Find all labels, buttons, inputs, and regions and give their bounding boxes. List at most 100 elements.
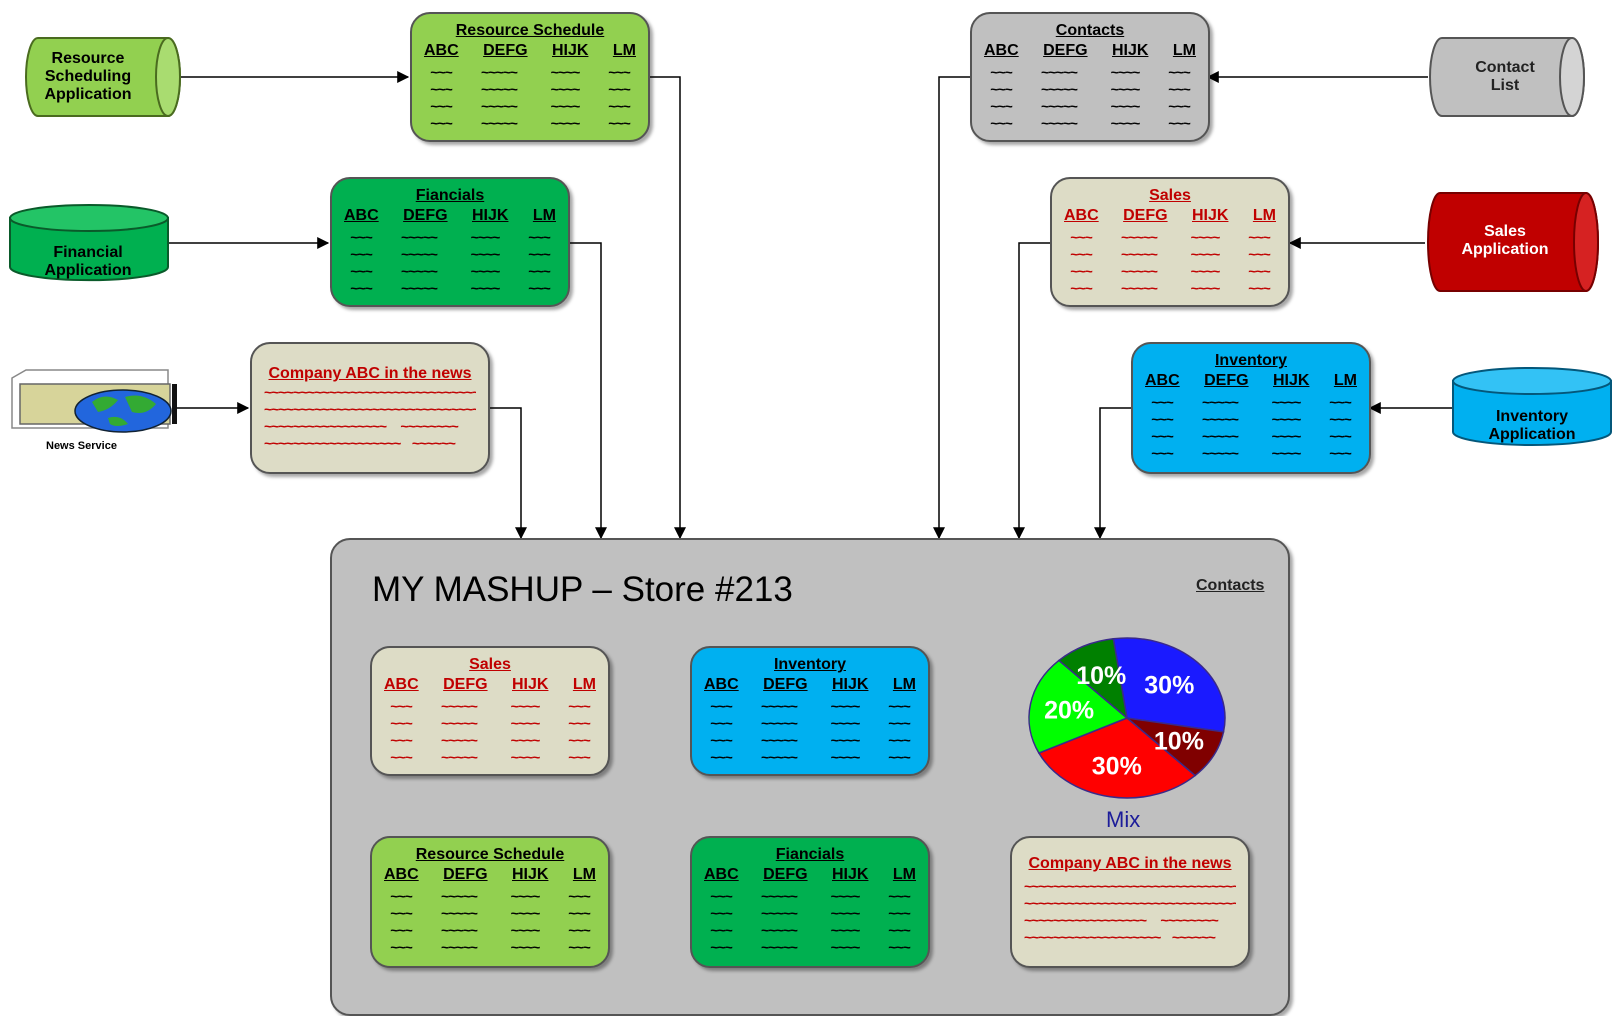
contact-list-label: Contact List [1475,59,1535,94]
table-row: ~~~~~~~~~~~~~~~ [350,246,551,262]
pie-data-label: 30% [1092,752,1142,780]
column-header: ABC [344,207,379,224]
table-row: ~~~~~~~~~~~~~~~ [710,905,911,921]
table-row: ~~~~~~~~~~~~~~~ [390,698,591,714]
column-header: DEFG [763,676,808,693]
news-service-label: News Service [46,440,117,452]
mashup-title: MY MASHUP – Store #213 [372,570,793,609]
company-news-card[interactable]: Company ABC in the news ~~~~~~~~~~~~~~~~… [250,342,490,474]
table-row: ~~~~~~~~~~~~~~~ [990,115,1191,131]
mix-pie-chart: 30% 10% 30% 20% 10% [1028,637,1226,799]
column-header: HIJK [552,42,589,59]
column-headers: ABC DEFG HIJK LM [704,867,916,883]
table-row: ~~~~~~~~~~~~~~~ [990,64,1191,80]
contacts-link[interactable]: Contacts [1196,577,1265,594]
column-header: HIJK [832,676,869,693]
column-header: DEFG [1123,207,1168,224]
mashup-sales-card[interactable]: Sales ABC DEFG HIJK LM ~~~~~~~~~~~~~~~ ~… [370,646,610,776]
table-row: ~~~~~~~~~~~~~~~ [1070,246,1271,262]
table-row: ~~~~~~~~~~~~~~~ [1151,411,1352,427]
table-row: ~~~~~~~~~~~~~~~ [390,732,591,748]
sales-card[interactable]: Sales ABC DEFG HIJK LM ~~~~~~~~~~~~~~~ ~… [1050,177,1290,307]
column-header: LM [1172,42,1196,59]
financials-card[interactable]: Fiancials ABC DEFG HIJK LM ~~~~~~~~~~~~~… [330,177,570,307]
resource-scheduling-application-label: Resource Scheduling Application [44,50,132,103]
table-row: ~~~~~~~~~~~~~~~ [710,922,911,938]
pie-slice [1112,637,1226,733]
column-header: HIJK [1273,372,1310,389]
pie-data-label: 30% [1144,672,1194,700]
news-lines: ~~~~~~~~~~~~~~~~~~~~~~~~~~~~~~ ~~~~~~~~~… [264,384,476,451]
column-headers: ABC DEFG HIJK LM [1064,208,1276,224]
table-row: ~~~~~~~~~~~~~~~ [430,81,631,97]
pie-data-label: 10% [1076,662,1126,690]
table-row: ~~~~~~~~~~~~~~~ [1151,394,1352,410]
card-title: Company ABC in the news [1028,855,1232,872]
mashup-resource-schedule-card[interactable]: Resource Schedule ABC DEFG HIJK LM ~~~~~… [370,836,610,968]
placeholder-rows: ~~~~~~~~~~~~~~~ ~~~~~~~~~~~~~~~ ~~~~~~~~… [384,698,596,766]
table-row: ~~~~~~~~~~~~~~~ [350,280,551,296]
table-row: ~~~~~~~~~~~~~~~ [390,922,591,938]
column-headers: ABC DEFG HIJK LM [384,867,596,883]
mashup-company-news-card[interactable]: Company ABC in the news ~~~~~~~~~~~~~~~~… [1010,836,1250,968]
table-row: ~~~~~~~~~~~~~~~ [390,888,591,904]
placeholder-rows: ~~~~~~~~~~~~~~~ ~~~~~~~~~~~~~~~ ~~~~~~~~… [344,229,556,297]
placeholder-rows: ~~~~~~~~~~~~~~~ ~~~~~~~~~~~~~~~ ~~~~~~~~… [384,888,596,956]
table-row: ~~~~~~~~~~~~~~~ [430,64,631,80]
table-row: ~~~~~~~~~~~~~~~ [710,939,911,955]
column-header: LM [1252,207,1276,224]
column-header: DEFG [1204,372,1249,389]
card-title: Resource Schedule [455,22,605,39]
column-header: DEFG [443,676,488,693]
table-row: ~~~~~~~~~~~~~~~ [710,749,911,765]
column-header: HIJK [512,676,549,693]
table-row: ~~~~~~~~~~~~~~~ [390,715,591,731]
mashup-financials-card[interactable]: Fiancials ABC DEFG HIJK LM ~~~~~~~~~~~~~… [690,836,930,968]
pie-data-label: 20% [1044,697,1094,725]
column-header: DEFG [483,42,528,59]
contacts-card[interactable]: Contacts ABC DEFG HIJK LM ~~~~~~~~~~~~~~… [970,12,1210,142]
column-header: LM [572,676,596,693]
column-header: LM [572,866,596,883]
pie-data-label: 10% [1154,728,1204,756]
sales-application-icon [1427,192,1599,292]
card-title: Fiancials [415,187,485,204]
resource-schedule-card[interactable]: Resource Schedule ABC DEFG HIJK LM ~~~~~… [410,12,650,142]
table-row: ~~~~~~~~~~~~~~~ [990,98,1191,114]
placeholder-rows: ~~~~~~~~~~~~~~~ ~~~~~~~~~~~~~~~ ~~~~~~~~… [424,64,636,132]
pie-slice [1057,637,1129,720]
column-header: HIJK [472,207,509,224]
table-row: ~~~~~~~~~~~~~~~ [390,905,591,921]
table-row: ~~~~~~~~~~~~~~~ [1151,428,1352,444]
column-headers: ABC DEFG HIJK LM [1145,373,1357,389]
inventory-card[interactable]: Inventory ABC DEFG HIJK LM ~~~~~~~~~~~~~… [1131,342,1371,474]
financial-application-icon [9,204,169,282]
column-header: ABC [704,676,739,693]
table-row: ~~~~~~~~~~~~~~~ [710,888,911,904]
column-header: LM [1333,372,1357,389]
table-row: ~~~~~~~~~~~~~~~ [710,732,911,748]
card-title: Fiancials [775,846,845,863]
pie-chart-label: Mix [1106,807,1141,832]
column-headers: ABC DEFG HIJK LM [984,43,1196,59]
news-service-icon [11,369,177,433]
placeholder-rows: ~~~~~~~~~~~~~~~ ~~~~~~~~~~~~~~~ ~~~~~~~~… [1145,394,1357,462]
table-row: ~~~~~~~~~~~~~~~ [430,115,631,131]
column-header: HIJK [1192,207,1229,224]
column-header: ABC [424,42,459,59]
financial-application-label: Financial Application [44,244,132,279]
column-header: DEFG [1043,42,1088,59]
table-row: ~~~~~~~~~~~~~~~ [1070,280,1271,296]
mashup-inventory-card[interactable]: Inventory ABC DEFG HIJK LM ~~~~~~~~~~~~~… [690,646,930,776]
table-row: ~~~~~~~~~~~~~~~ [710,715,911,731]
table-row: ~~~~~~~~~~~~~~~ [350,263,551,279]
table-row: ~~~~~~~~~~~~~~~ [390,749,591,765]
contact-list-icon [1429,37,1585,117]
table-row: ~~~~~~~~~~~~~~~ [1070,263,1271,279]
column-header: HIJK [512,866,549,883]
column-header: LM [892,866,916,883]
column-headers: ABC DEFG HIJK LM [704,677,916,693]
table-row: ~~~~~~~~~~~~~~~ [990,81,1191,97]
column-header: ABC [1145,372,1180,389]
